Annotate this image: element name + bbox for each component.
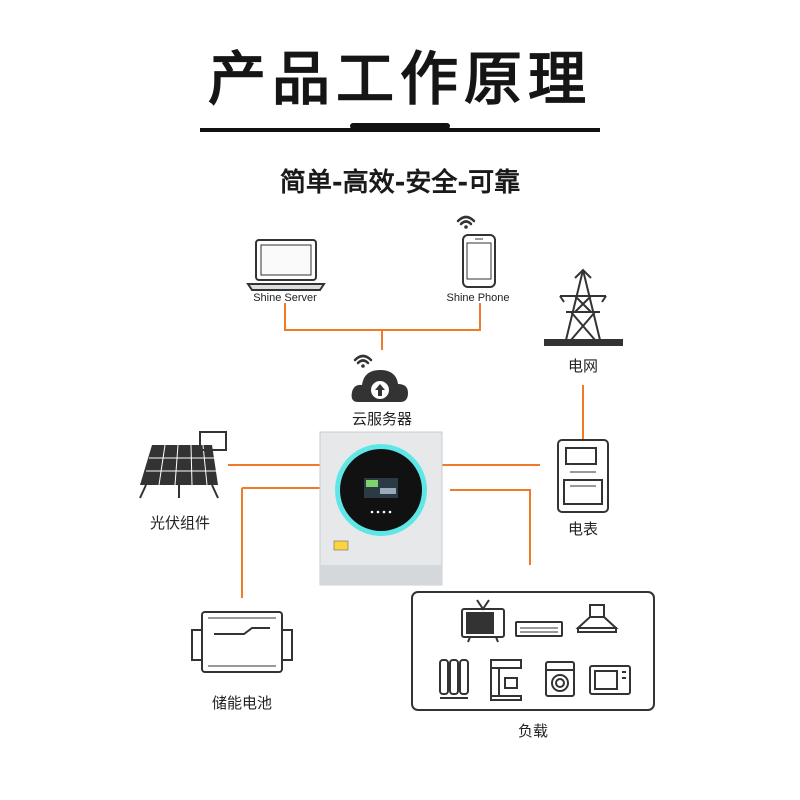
- header-divider: [200, 123, 600, 132]
- shine-phone-label: Shine Phone: [446, 292, 510, 304]
- air-conditioner-icon: [515, 621, 563, 637]
- coffee-machine-icon: [490, 659, 522, 701]
- solar-label: 光伏组件: [149, 514, 210, 532]
- transmission-tower-icon: [544, 268, 623, 346]
- smartphone-icon: [462, 234, 496, 288]
- connection-lines: [228, 303, 584, 598]
- tv-icon: [461, 599, 505, 643]
- electric-meter-icon: [557, 439, 609, 513]
- load-label: 负载: [517, 722, 548, 740]
- battery-icon: [191, 611, 293, 673]
- laptop-icon: [246, 239, 326, 291]
- cloud-upload-icon: [351, 370, 408, 402]
- wifi-icon: [456, 215, 476, 229]
- page-subtitle: 简单-高效-安全-可靠: [279, 168, 521, 198]
- solar-panel-icon: [139, 431, 227, 499]
- range-hood-icon: [575, 604, 619, 633]
- microwave-icon: [589, 665, 631, 695]
- grid-label: 电网: [567, 357, 598, 375]
- page-title: 产品工作原理: [207, 45, 592, 113]
- washing-machine-icon: [545, 661, 575, 697]
- wifi-icon: [353, 354, 373, 368]
- meter-label: 电表: [567, 520, 598, 538]
- cloud-server-label: 云服务器: [351, 410, 412, 428]
- inverter-icon: [319, 431, 443, 586]
- battery-label: 储能电池: [211, 694, 272, 712]
- shine-server-label: Shine Server: [253, 292, 317, 304]
- radiator-icon: [439, 659, 469, 699]
